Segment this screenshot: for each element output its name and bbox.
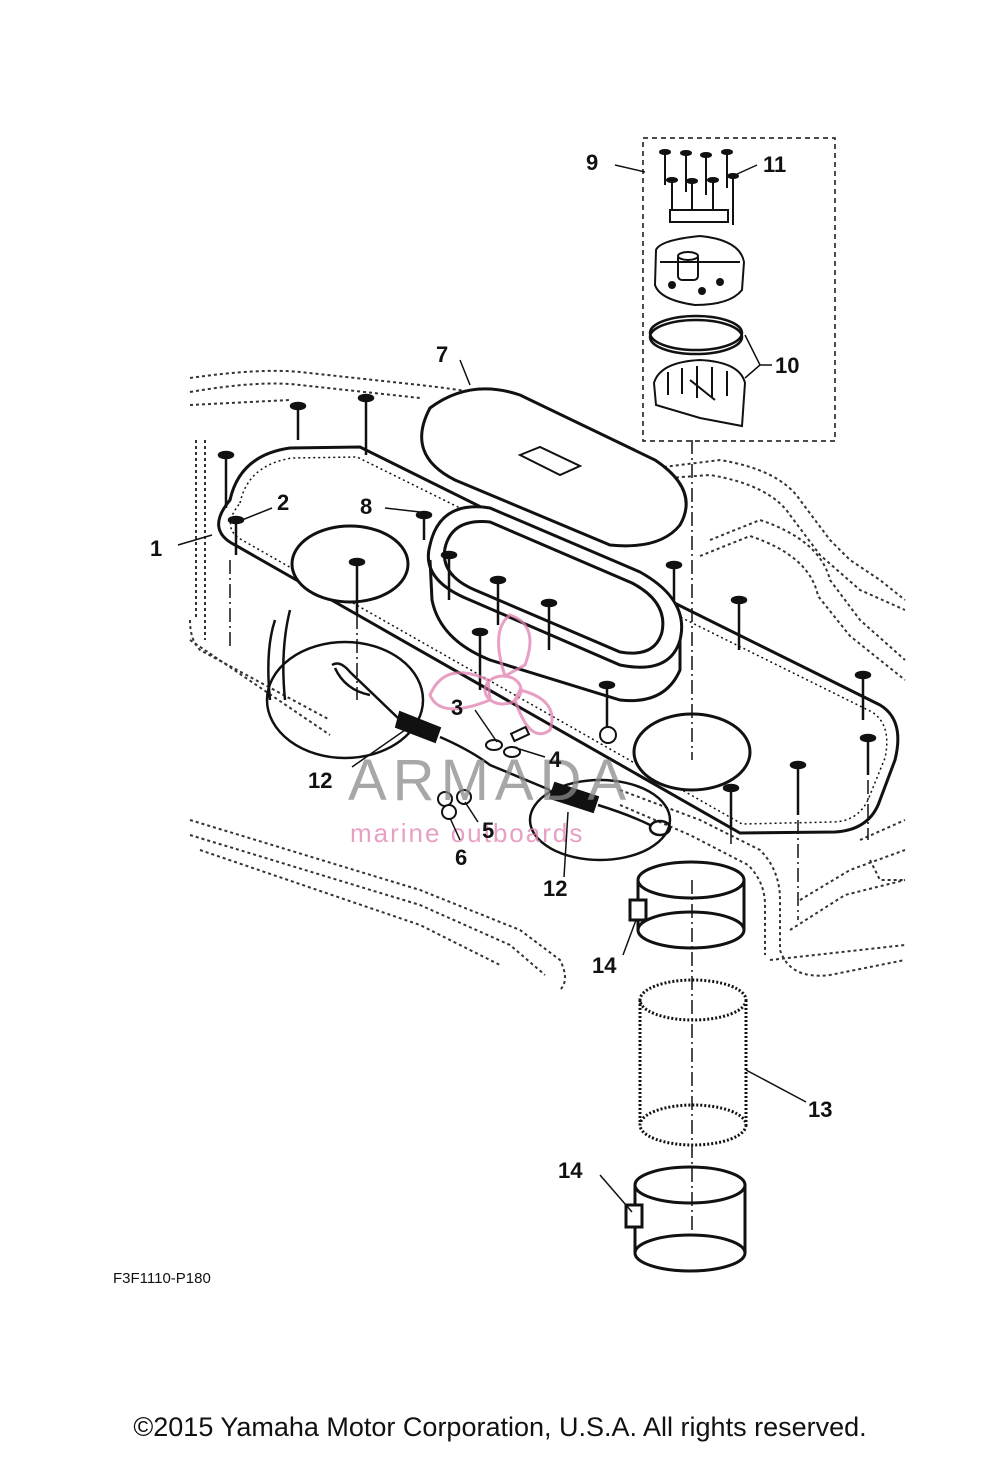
inlet-ducts <box>265 609 672 862</box>
screw <box>489 575 507 625</box>
fan-base <box>652 358 747 428</box>
oval-flange <box>426 505 684 703</box>
hull-outline-dotted <box>189 369 906 991</box>
callout-11: 11 <box>763 152 786 177</box>
callout-5: 5 <box>482 818 494 843</box>
callout-2: 2 <box>277 490 289 515</box>
callout-7: 7 <box>436 342 448 367</box>
leader-lines <box>177 164 807 1213</box>
callout-12-left: 12 <box>308 768 332 793</box>
callout-6: 6 <box>455 845 467 870</box>
springs <box>394 710 600 814</box>
screw <box>722 783 740 830</box>
propeller-icon <box>428 613 554 736</box>
screw <box>859 733 877 775</box>
callout-10: 10 <box>775 353 799 378</box>
alignment-lines <box>229 440 869 1230</box>
screw <box>789 760 807 815</box>
copyright-notice: ©2015 Yamaha Motor Corporation, U.S.A. A… <box>133 1412 867 1442</box>
hose-duct <box>638 978 748 1147</box>
hose-clamp-top <box>628 860 746 950</box>
callout-12-right: 12 <box>543 876 567 901</box>
screw <box>727 173 739 225</box>
fan-housing <box>653 209 746 307</box>
screw <box>680 150 692 192</box>
hardware <box>437 725 617 820</box>
screw <box>730 595 748 650</box>
screw <box>700 152 712 195</box>
callout-9: 9 <box>586 150 598 175</box>
callout-8: 8 <box>360 494 372 519</box>
screw <box>854 670 872 720</box>
gasket-ring <box>648 314 744 356</box>
callout-4: 4 <box>549 747 562 772</box>
cover-lid <box>420 387 688 548</box>
screw <box>415 510 433 540</box>
callout-3: 3 <box>451 695 463 720</box>
callout-labels: 1 2 3 4 5 6 7 8 9 10 11 12 12 13 14 14 <box>150 150 832 1183</box>
cable <box>331 662 672 837</box>
watermark-tagline: marine outboards <box>350 818 584 848</box>
hose-clamp-bottom <box>624 1165 747 1273</box>
screw <box>659 149 671 185</box>
diagram-reference-code: F3F1110-P180 <box>113 1270 211 1287</box>
screw <box>357 393 375 455</box>
screws <box>217 393 877 830</box>
callout-14-top: 14 <box>592 953 617 978</box>
screw <box>540 598 558 650</box>
watermark-logo: ARMADA marine outboards <box>348 613 632 848</box>
screw <box>348 557 366 615</box>
screw <box>721 149 733 188</box>
screw <box>471 627 489 690</box>
screw <box>289 401 307 440</box>
callout-14-bottom: 14 <box>558 1158 583 1183</box>
detail-box-9 <box>642 137 836 442</box>
screw <box>217 450 235 508</box>
screw <box>440 550 458 600</box>
watermark-brand: ARMADA <box>348 748 632 813</box>
callout-1: 1 <box>150 536 162 561</box>
screw <box>665 560 683 600</box>
base-plate <box>217 445 900 835</box>
callout-13: 13 <box>808 1097 832 1122</box>
